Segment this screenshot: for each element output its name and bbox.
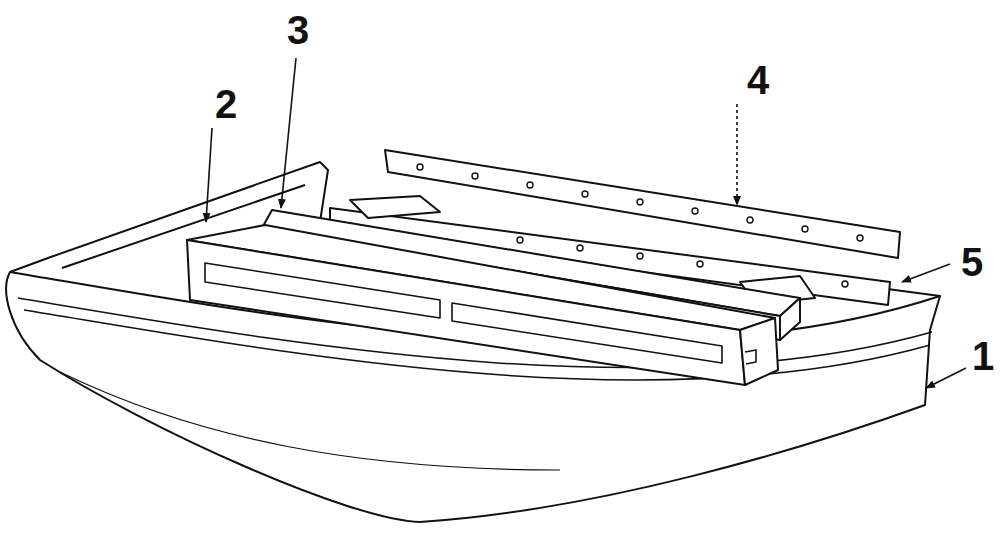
callout-number: 2	[215, 84, 237, 124]
callout-number: 4	[747, 60, 769, 100]
callout-number: 1	[972, 336, 994, 376]
callout-number: 3	[287, 10, 309, 50]
callout-number: 5	[961, 242, 983, 282]
